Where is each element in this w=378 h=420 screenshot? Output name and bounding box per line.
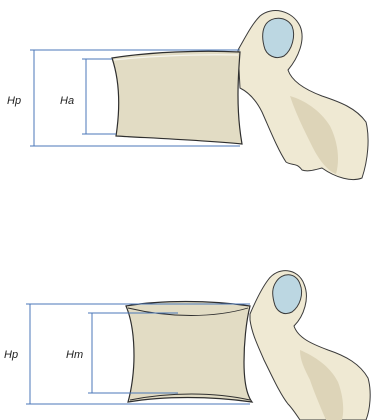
- top-label-hp: Hp: [7, 95, 21, 107]
- bottom-posterior-process: [250, 271, 370, 420]
- bottom-label-hp: Hp: [4, 349, 18, 361]
- bottom-vertebral-body: [126, 302, 252, 403]
- top-posterior-process: [238, 11, 368, 180]
- bottom-label-hm: Hm: [66, 349, 83, 361]
- top-measure-ha: [82, 59, 116, 134]
- bottom-vertebra: Hp Hm: [4, 271, 370, 420]
- top-vertebra: Hp Ha: [7, 11, 368, 180]
- top-label-ha: Ha: [60, 95, 74, 107]
- top-vertebral-body: [112, 51, 242, 144]
